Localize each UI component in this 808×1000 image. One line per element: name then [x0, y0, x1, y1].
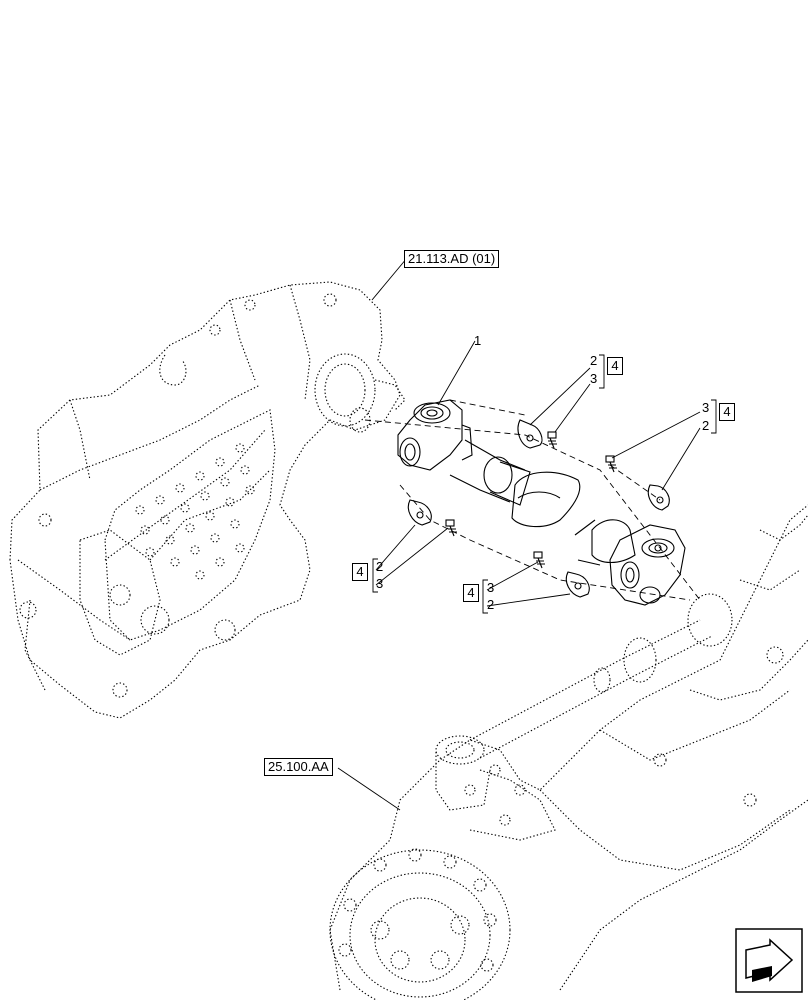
clip-left: [407, 499, 432, 526]
kit-brackets: [372, 354, 717, 614]
bolt-top: [547, 431, 557, 449]
kit-label-right: 4: [719, 403, 735, 421]
callout-bolt-right: 3: [702, 400, 710, 415]
bolt-right: [605, 455, 617, 473]
next-page-arrow-icon[interactable]: [735, 928, 803, 993]
driveshaft-assembly: [397, 399, 686, 606]
callout-bolt-left: 3: [376, 576, 384, 591]
kit-label-left: 4: [352, 563, 368, 581]
callout-clip-bottom: 2: [487, 597, 495, 612]
clip-top: [517, 419, 543, 449]
clip-right: [647, 484, 670, 511]
callout-bolt-bottom: 3: [487, 580, 495, 595]
callout-clip-right: 2: [702, 418, 710, 433]
axle-reference-label[interactable]: 25.100.AA: [264, 758, 333, 776]
kit-label-top: 4: [607, 357, 623, 375]
bolt-bottom: [533, 551, 545, 569]
callout-bolt-top: 3: [590, 371, 598, 386]
clip-bottom: [565, 571, 590, 598]
kit-label-bottom: 4: [463, 584, 479, 602]
callout-clip-left: 2: [376, 559, 384, 574]
callout-clip-top: 2: [590, 353, 598, 368]
transmission-housing: [9, 281, 406, 719]
leader-lines: [337, 257, 701, 811]
assembly-guide-lines: [364, 399, 701, 601]
front-axle-housing: [329, 504, 808, 1000]
transmission-reference-label[interactable]: 21.113.AD (01): [404, 250, 500, 268]
valve-plate-holes: [135, 443, 255, 580]
callout-driveshaft: 1: [474, 333, 482, 348]
